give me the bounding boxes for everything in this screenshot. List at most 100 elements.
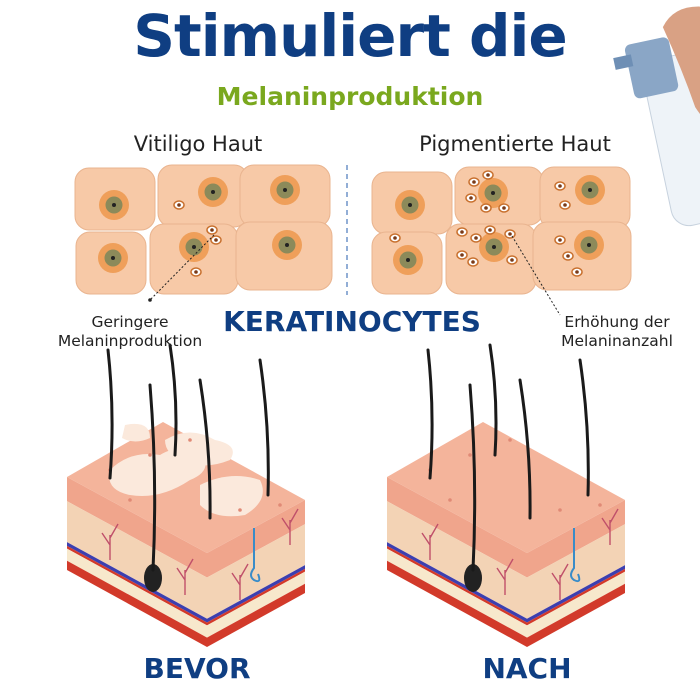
skin-layer [387,545,527,626]
skin-layer [67,501,207,619]
blood-vessel [421,523,439,560]
melanin-dot [194,270,198,274]
note-lower-melanin: Geringere Melaninproduktion [58,313,202,351]
keratinocytes-label: KERATINOCYTES [223,305,481,338]
note-line: Erhöhung der [564,313,670,331]
note-more-melanin: Erhöhung der Melaninanzahl [561,313,673,351]
nucleus-core [192,245,196,249]
melanin-dot [471,260,475,264]
hair [426,348,434,480]
pore [238,508,242,512]
nucleus-core [491,191,495,195]
melanin-dot [472,180,476,184]
melanin-dot [486,173,490,177]
hair [106,348,114,480]
skin-layer [207,571,305,638]
melanin-dot [566,254,570,258]
spray-nozzle [624,37,679,99]
skin-layer [527,568,625,626]
note-line: Melaninproduktion [57,332,203,350]
skin-layer [387,542,527,623]
sweat-gland [250,528,261,583]
bottle-body [642,50,700,227]
before-skin-surface [67,422,305,553]
melanin-dot [474,236,478,240]
pointer-line [511,235,561,316]
pointer-dot [148,298,152,302]
hair [578,358,590,497]
pointer-line [149,234,215,301]
note-line: Melaninanzahl [561,332,673,350]
vitiligo-patch [165,432,233,466]
after-hair-follicle [464,564,482,592]
melanin-dot [460,253,464,257]
pore [448,498,452,502]
nucleus-core [492,245,496,249]
nucleus-core [588,188,592,192]
blood-vessel [281,508,299,545]
hair [258,358,270,497]
nozzle-tip [613,54,634,70]
caption-pigmented: Pigmentierte Haut [419,132,611,156]
vitiligo-patch [122,423,150,442]
pore [188,438,192,442]
melanin-dot [210,228,214,232]
hand-icon [662,6,700,132]
melanin-dot [469,196,473,200]
skin-layer [67,477,207,578]
caption-vitiligo: Vitiligo Haut [133,132,263,156]
skin-layer [207,568,305,626]
nucleus-core [587,243,591,247]
skin-layer [527,524,625,619]
skin-layer [207,500,305,578]
blood-vessel [101,523,119,560]
melanin-dot [488,228,492,232]
spray-bottle-icon [613,6,700,227]
after-skin-surface [387,422,625,553]
hair [468,383,477,572]
skin-layer [527,500,625,578]
pore [278,503,282,507]
melanin-dot [177,203,181,207]
nucleus-core [406,258,410,262]
label-before: BEVOR [143,652,251,685]
pore [508,438,512,442]
skin-layer [207,524,305,619]
skin-layer [67,548,207,638]
melanin-dot [575,270,579,274]
melanin-dot [460,230,464,234]
hair [168,343,178,457]
skin-layer [527,583,625,647]
melanin-dot [484,206,488,210]
label-after: NACH [482,652,572,685]
melanin-dot [563,203,567,207]
skin-layer [387,477,527,578]
blood-vessel [601,508,619,545]
skin-layer [67,560,207,647]
blood-vessel [231,563,249,600]
nucleus-core [211,190,215,194]
melanin-dot [558,238,562,242]
skin-layer [207,583,305,647]
hair [518,378,532,520]
melanin-dot [393,236,397,240]
skin-layer [387,548,527,638]
melanin-dot [508,232,512,236]
skin-layer [387,560,527,647]
nucleus-core [408,203,412,207]
skin-layer [67,542,207,623]
pore [128,498,132,502]
vitiligo-patch [200,476,263,517]
skin-layer [527,571,625,638]
skin-layer [387,501,527,619]
nucleus-core [111,256,115,260]
hair [148,383,157,572]
blood-vessel [176,558,194,595]
melanin-dot [214,238,218,242]
sweat-gland [570,528,581,583]
blood-vessel [551,563,569,600]
melanin-dot [558,184,562,188]
note-line: Geringere [91,313,169,331]
